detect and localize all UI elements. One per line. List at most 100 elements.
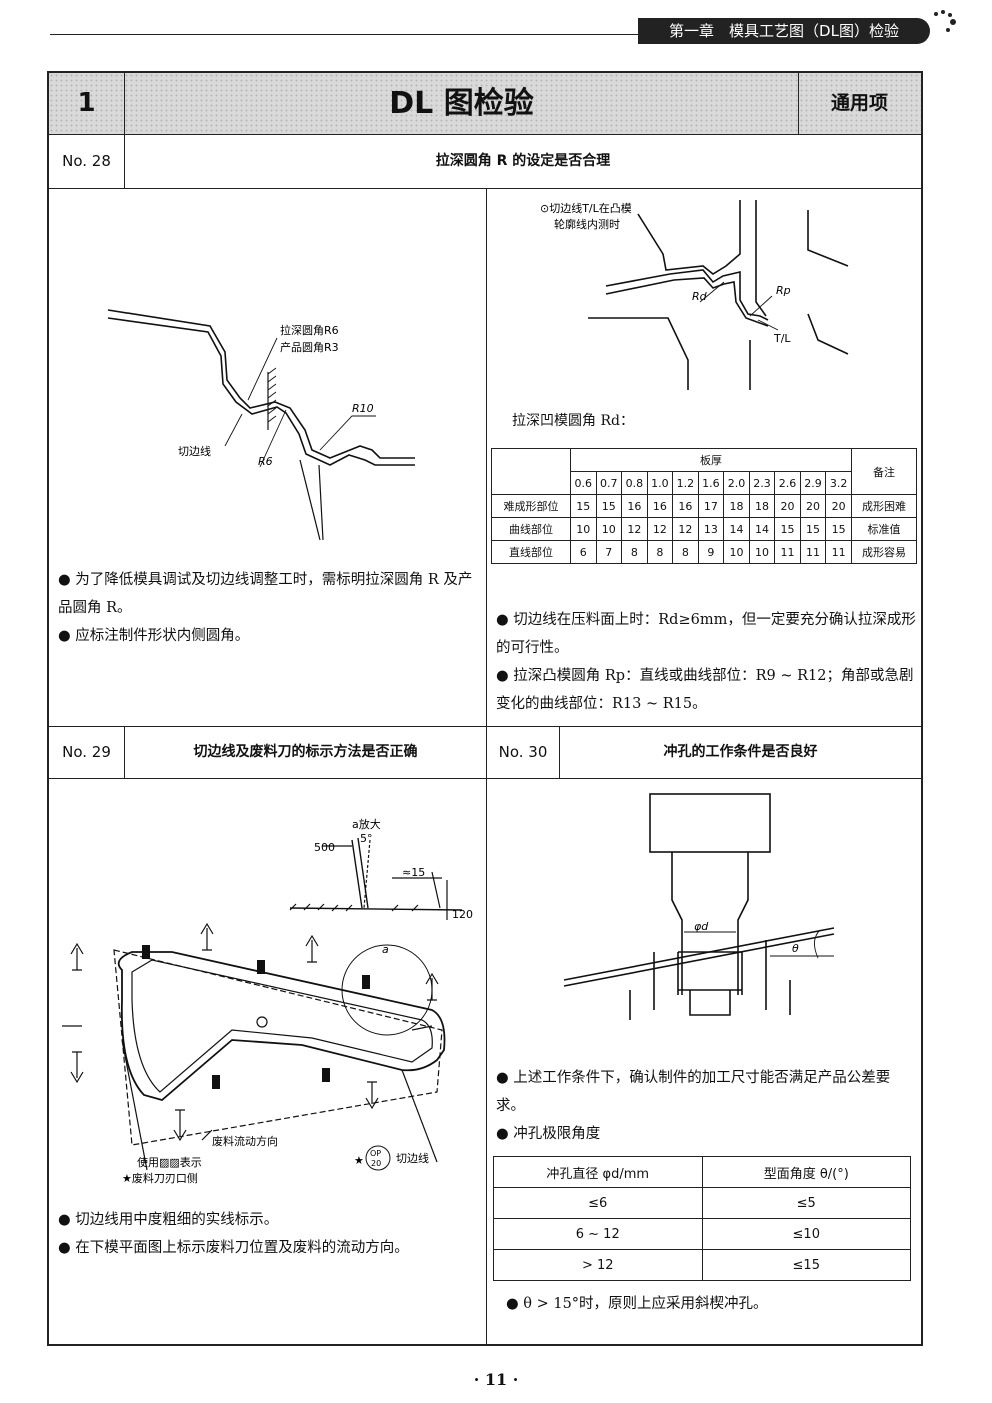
table-row: 难成形部位 15 15 16 16 16 17 18 18 20 20 20 成… bbox=[491, 494, 917, 518]
rd-table-thickness-header: 板厚 bbox=[570, 448, 852, 472]
trim-scrap-cutter-figure: a放大 500 5° ≈15 120 a 废料流动方向 使用▨▨表示 ★废料刀刃… bbox=[62, 817, 473, 1185]
rd-thickness: 0.8 bbox=[621, 471, 648, 495]
label-r6: R6 bbox=[258, 455, 273, 468]
label-phi-d: φd bbox=[694, 920, 709, 933]
star-mark: ★ bbox=[354, 1154, 364, 1167]
bullet-28-r1: ● 切边线在压料面上时：Rd≥6mm，但一定要充分确认拉深成形的可行性。 bbox=[496, 612, 916, 656]
remark: 成形容易 bbox=[851, 540, 917, 564]
cell: ≤15 bbox=[701, 1249, 911, 1281]
rule bbox=[49, 134, 921, 135]
rd-thickness: 3.2 bbox=[825, 471, 852, 495]
decor-dots-icon bbox=[928, 8, 958, 36]
cell: 13 bbox=[697, 517, 725, 541]
rd-table-remark-header: 备注 bbox=[851, 448, 917, 495]
cell: 16 bbox=[646, 494, 674, 518]
table-row: 6 ~ 12 ≤10 bbox=[493, 1218, 911, 1250]
label-legend-2: ★废料刀刃口侧 bbox=[122, 1171, 198, 1185]
cell: 7 bbox=[595, 540, 623, 564]
cell: 20 bbox=[799, 494, 827, 518]
rule bbox=[124, 726, 125, 778]
rd-thickness: 2.9 bbox=[799, 471, 827, 495]
cell: ≤5 bbox=[701, 1187, 911, 1219]
bullet-28-2: ● 应标注制件形状内侧圆角。 bbox=[58, 628, 250, 644]
cell: ≤6 bbox=[493, 1187, 703, 1219]
cell: 8 bbox=[672, 540, 699, 564]
table-row: > 12 ≤15 bbox=[493, 1249, 911, 1281]
section-number-28: No. 28 bbox=[62, 152, 111, 170]
label-trim: 切边线 bbox=[396, 1151, 429, 1165]
label-theta: θ bbox=[792, 942, 799, 955]
remark: 标准值 bbox=[851, 517, 917, 541]
cell: 10 bbox=[570, 517, 597, 541]
chapter-title: 第一章 模具工艺图（DL图）检验 bbox=[638, 18, 930, 44]
label-rp: Rp bbox=[776, 284, 791, 297]
rule bbox=[124, 134, 125, 188]
bullet-28-1: ● 为了降低模具调试及切边线调整工时，需标明拉深圆角 R 及产品圆角 R。 bbox=[58, 572, 473, 616]
cell: 14 bbox=[748, 517, 776, 541]
label-500: 500 bbox=[314, 841, 335, 854]
cell: 6 ~ 12 bbox=[493, 1218, 703, 1250]
label-a-zoom: a放大 bbox=[352, 817, 381, 831]
cell: 8 bbox=[646, 540, 674, 564]
rd-thickness: 1.2 bbox=[672, 471, 699, 495]
rd-thickness: 2.0 bbox=[723, 471, 750, 495]
label-draw-radius: 拉深圆角R6 bbox=[280, 323, 339, 337]
section-number-29: No. 29 bbox=[62, 743, 111, 761]
page-number: · 11 · bbox=[473, 1370, 519, 1389]
section-title-28: 拉深圆角 R 的设定是否合理 bbox=[435, 153, 611, 169]
rule bbox=[49, 778, 921, 779]
rd-thickness: 0.7 bbox=[595, 471, 623, 495]
label-note-1: ⊙切边线T/L在凸模 bbox=[540, 201, 632, 215]
table-row: 曲线部位 10 10 12 12 12 13 14 14 15 15 15 标准… bbox=[491, 517, 917, 541]
column-divider bbox=[486, 188, 487, 726]
rule bbox=[559, 726, 560, 778]
label-rd: Rd bbox=[692, 290, 708, 303]
header-rule bbox=[50, 34, 640, 35]
cell: 15 bbox=[595, 494, 623, 518]
cell: 6 bbox=[570, 540, 597, 564]
rd-table: 板厚 备注 0.6 0.7 0.8 1.0 1.2 1.6 2.0 2.3 2.… bbox=[491, 448, 917, 564]
band-tag: 通用项 bbox=[830, 92, 888, 114]
section-title-30: 冲孔的工作条件是否良好 bbox=[663, 744, 818, 760]
label-op20: 20 bbox=[371, 1159, 381, 1168]
rd-thickness: 1.0 bbox=[646, 471, 674, 495]
rd-thickness: 0.6 bbox=[570, 471, 597, 495]
bullet-30-2: ● 冲孔极限角度 bbox=[496, 1126, 601, 1142]
table-row: ≤6 ≤5 bbox=[493, 1187, 911, 1219]
bullet-29-2: ● 在下模平面图上标示废料刀位置及废料的流动方向。 bbox=[58, 1240, 409, 1256]
cell: 16 bbox=[672, 494, 699, 518]
bullet-30-3: ● θ > 15°时，原则上应采用斜楔冲孔。 bbox=[506, 1296, 768, 1312]
label-legend-1: 使用▨▨表示 bbox=[137, 1155, 202, 1169]
piercing-figure: φd θ bbox=[563, 793, 835, 1020]
label-tl: T/L bbox=[773, 332, 791, 345]
remark: 成形困难 bbox=[851, 494, 917, 518]
rd-thickness: 1.6 bbox=[697, 471, 725, 495]
bullet-28-r2: ● 拉深凸模圆角 Rp：直线或曲线部位：R9 ~ R12；角部或急剧变化的曲线部… bbox=[496, 668, 914, 712]
rd-thickness: 2.3 bbox=[748, 471, 776, 495]
label-note-2: 轮廓线内测时 bbox=[554, 217, 620, 231]
op-circle bbox=[365, 1145, 391, 1171]
cell: 12 bbox=[672, 517, 699, 541]
table-header: 冲孔直径 φd/mm bbox=[493, 1156, 703, 1188]
row-label: 曲线部位 bbox=[491, 517, 571, 541]
cell: 8 bbox=[621, 540, 648, 564]
band-divider bbox=[798, 73, 799, 134]
cell: 11 bbox=[799, 540, 827, 564]
label-r10: R10 bbox=[352, 402, 374, 415]
rule bbox=[49, 188, 921, 189]
cell: 10 bbox=[595, 517, 623, 541]
cell: 15 bbox=[799, 517, 827, 541]
label-120: 120 bbox=[452, 908, 473, 921]
cell: 10 bbox=[723, 540, 750, 564]
cell: 15 bbox=[774, 517, 801, 541]
title-band bbox=[49, 73, 921, 134]
trim-line-punch-figure: ⊙切边线T/L在凸模 轮廓线内测时 Rd Rp T/L bbox=[540, 200, 849, 390]
cell: 9 bbox=[697, 540, 725, 564]
cell: 16 bbox=[621, 494, 648, 518]
cell: 10 bbox=[748, 540, 776, 564]
cell: 15 bbox=[570, 494, 597, 518]
band-number: 1 bbox=[77, 88, 96, 118]
cell: 17 bbox=[697, 494, 725, 518]
label-scrap-flow: 废料流动方向 bbox=[212, 1134, 278, 1148]
cell: 11 bbox=[774, 540, 801, 564]
